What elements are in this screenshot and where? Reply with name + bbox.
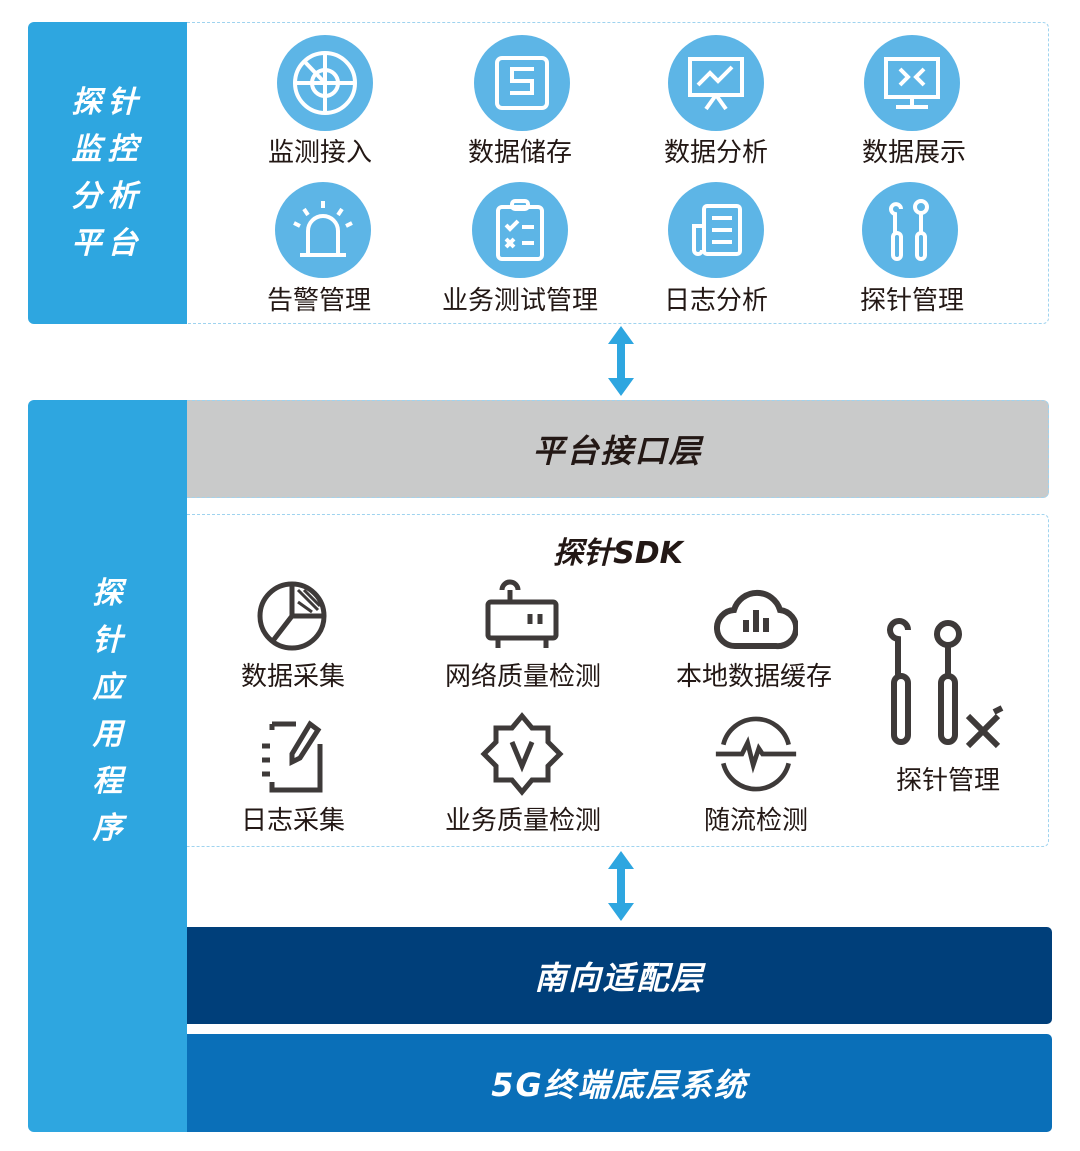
pulse-icon xyxy=(714,712,798,796)
sdk-item-label: 数据采集 xyxy=(240,662,345,692)
monitor-icon xyxy=(864,35,960,131)
terminal-base-layer: 5G终端底层系统 xyxy=(187,1034,1052,1132)
platform-item-label: 数据储存 xyxy=(467,138,572,168)
platform-title-line: 探针 xyxy=(71,85,144,120)
south-adapter-layer: 南向适配层 xyxy=(187,927,1052,1024)
sdk-item-label: 日志采集 xyxy=(240,806,345,836)
bidirectional-arrow-icon xyxy=(608,851,634,921)
app-title-char: 针 xyxy=(92,623,123,658)
interface-layer: 平台接口层 xyxy=(187,400,1049,498)
sdk-item-label: 随流检测 xyxy=(703,806,808,836)
sdk-item-label: 本地数据缓存 xyxy=(675,662,832,692)
sdk-manage-label: 探针管理 xyxy=(895,766,1000,796)
app-title-char: 探 xyxy=(92,576,123,611)
app-title-char: 程 xyxy=(92,764,123,799)
badge-v-icon xyxy=(480,712,564,796)
router-icon xyxy=(480,574,564,658)
document-icon xyxy=(668,182,764,278)
notebook-pen-icon xyxy=(250,714,334,798)
platform-item-label: 日志分析 xyxy=(663,286,768,316)
platform-item-label: 探针管理 xyxy=(859,286,964,316)
app-title-char: 应 xyxy=(92,670,123,705)
sdk-title: 探针SDK xyxy=(553,536,683,571)
app-title-block: 探 针 应 用 程 序 xyxy=(28,400,187,1132)
clipboard-check-icon xyxy=(472,182,568,278)
platform-title-block: 探针 监控 分析 平台 xyxy=(28,22,187,324)
app-title-char: 用 xyxy=(92,717,123,752)
storage-icon xyxy=(474,35,570,131)
platform-item-label: 告警管理 xyxy=(266,286,371,316)
platform-item-label: 业务测试管理 xyxy=(441,286,598,316)
platform-item-label: 数据展示 xyxy=(861,138,966,168)
bidirectional-arrow-icon xyxy=(608,326,634,396)
probe-tools-icon xyxy=(862,182,958,278)
platform-item-label: 数据分析 xyxy=(663,138,768,168)
sdk-item-label: 业务质量检测 xyxy=(444,806,601,836)
platform-title-line: 分析 xyxy=(71,179,144,214)
alarm-light-icon xyxy=(275,182,371,278)
sdk-item-label: 网络质量检测 xyxy=(444,662,601,692)
platform-title-line: 平台 xyxy=(71,226,144,261)
cloud-chart-icon xyxy=(714,574,798,658)
probe-tools-icon xyxy=(886,616,1010,756)
pie-chart-icon xyxy=(250,574,334,658)
chart-board-icon xyxy=(668,35,764,131)
platform-item-label: 监测接入 xyxy=(267,138,372,168)
platform-title-line: 监控 xyxy=(71,132,144,167)
app-title-char: 序 xyxy=(92,811,123,846)
radar-icon xyxy=(277,35,373,131)
